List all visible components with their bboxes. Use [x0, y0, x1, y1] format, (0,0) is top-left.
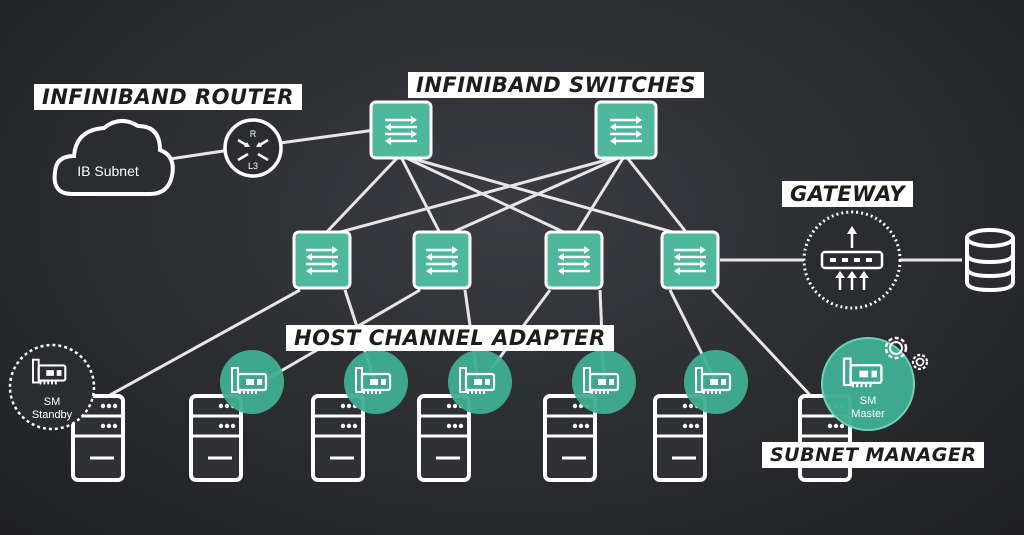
switch-icon: [369, 100, 433, 160]
sm-standby-line2: Standby: [32, 409, 73, 421]
hca-node: [684, 350, 748, 414]
ib-subnet-cloud: IB Subnet: [52, 119, 175, 196]
router-label: INFINIBAND ROUTER: [34, 84, 302, 110]
gateway-label: GATEWAY: [782, 181, 914, 207]
switch-icon: [292, 230, 352, 290]
database-icon: [965, 228, 1015, 293]
server-icon: [417, 394, 471, 482]
hca-node: [220, 350, 284, 414]
server-icon: [311, 394, 365, 482]
server-icon: [653, 394, 707, 482]
gear-icon: [911, 353, 929, 371]
switches-label: INFINIBAND SWITCHES: [408, 72, 704, 98]
sm-standby-node: SM Standby: [8, 343, 96, 431]
gear-icon: [884, 336, 908, 360]
switch-icon: [594, 100, 658, 160]
router-icon-bottom: L3: [248, 161, 258, 171]
switch-icon: [660, 230, 720, 290]
gateway-icon: [802, 210, 902, 310]
switch-icon: [544, 230, 604, 290]
hca-label: HOST CHANNEL ADAPTER: [286, 325, 614, 351]
hca-node: [448, 350, 512, 414]
sm-master-node: SM Master: [821, 337, 915, 431]
subnet-manager-label: SUBNET MANAGER: [762, 442, 985, 468]
server-icon: [189, 394, 243, 482]
sm-master-line2: Master: [851, 408, 885, 420]
cloud-icon: [52, 119, 175, 196]
router-icon-top: R: [250, 129, 257, 139]
switch-icon: [412, 230, 472, 290]
cloud-label: IB Subnet: [77, 163, 139, 179]
sm-standby-line1: SM: [44, 396, 61, 408]
hca-node: [344, 350, 408, 414]
router-icon: R L3: [223, 118, 283, 178]
hca-node: [572, 350, 636, 414]
sm-master-line1: SM: [860, 395, 877, 407]
